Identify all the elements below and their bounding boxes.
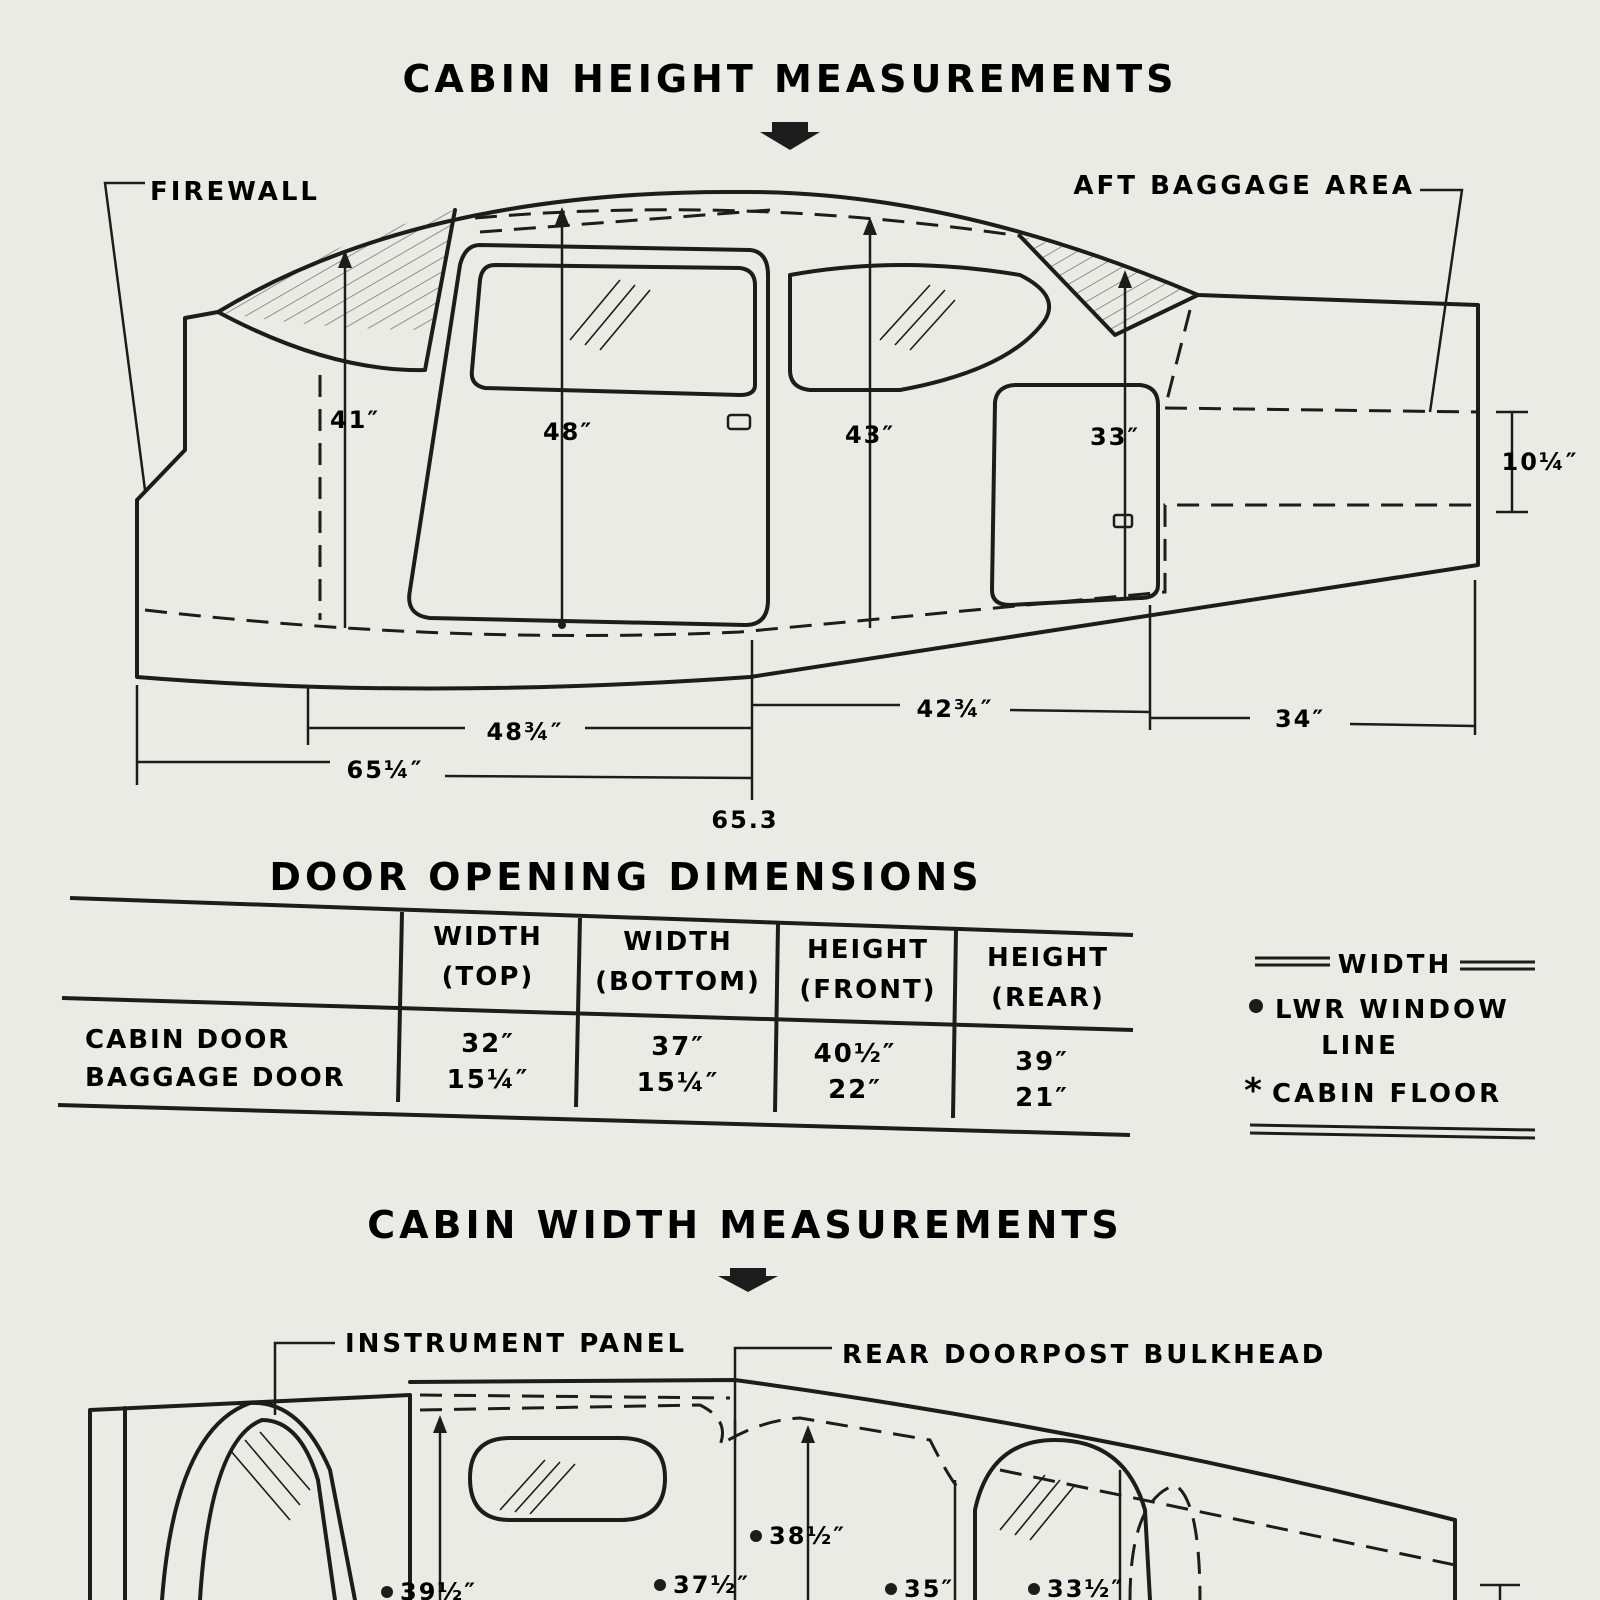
- legend: *: [1244, 956, 1536, 1140]
- height-dimension-lines: [338, 207, 1528, 629]
- down-arrow-icon: [718, 1268, 778, 1292]
- legend-lwr-window-2: LINE: [1321, 1031, 1399, 1061]
- instrument-panel-callout: [273, 1341, 335, 1415]
- row-cabin-door-name: CABIN DOOR: [85, 1025, 290, 1055]
- col-width-bottom-2: (BOTTOM): [595, 967, 761, 997]
- width-35-label: 35″: [904, 1575, 954, 1600]
- height-10-label: 10¼″: [1502, 448, 1579, 476]
- height-48-label: 48″: [543, 418, 593, 446]
- width-38-label: 38½″: [769, 1522, 846, 1550]
- instrument-panel-label: INSTRUMENT PANEL: [345, 1329, 687, 1359]
- length-34-label: 34″: [1275, 705, 1325, 733]
- length-48-label: 48¾″: [487, 718, 564, 746]
- height-41-label: 41″: [330, 406, 380, 434]
- legend-lwr-window-1: LWR WINDOW: [1275, 995, 1510, 1025]
- length-65-label: 65¼″: [347, 756, 424, 784]
- width-33-label: 33½″: [1047, 1575, 1124, 1600]
- station-label: 65.3: [711, 806, 778, 834]
- col-height-rear-1: HEIGHT: [987, 943, 1109, 973]
- rear-doorpost-label: REAR DOORPOST BULKHEAD: [842, 1340, 1326, 1370]
- cell-baggage-width-top: 15¼″: [447, 1065, 530, 1095]
- aft-baggage-callout: [1420, 188, 1464, 413]
- width-39-label: 39½″: [400, 1578, 477, 1600]
- col-height-front-1: HEIGHT: [807, 935, 929, 965]
- width-37-label: 37½″: [673, 1571, 750, 1599]
- cell-baggage-width-bottom: 15¼″: [637, 1068, 720, 1098]
- legend-width: WIDTH: [1338, 950, 1452, 980]
- col-width-bottom-1: WIDTH: [623, 927, 732, 957]
- dot-icon: [1249, 999, 1263, 1013]
- col-width-top-1: WIDTH: [433, 922, 542, 952]
- door-table-grid: [57, 896, 1134, 1137]
- col-height-front-2: (FRONT): [799, 975, 936, 1005]
- cell-baggage-height-rear: 21″: [1015, 1083, 1069, 1113]
- cabin-width-title: CABIN WIDTH MEASUREMENTS: [367, 1203, 1122, 1247]
- cabin-height-title: CABIN HEIGHT MEASUREMENTS: [403, 57, 1178, 101]
- length-42-label: 42¾″: [917, 695, 994, 723]
- asterisk-icon: *: [1244, 1071, 1262, 1111]
- cell-cabin-height-front: 40½″: [814, 1039, 897, 1069]
- height-43-label: 43″: [845, 421, 895, 449]
- legend-cabin-floor: CABIN FLOOR: [1272, 1079, 1502, 1109]
- col-height-rear-2: (REAR): [991, 983, 1105, 1013]
- cell-cabin-height-rear: 39″: [1015, 1047, 1069, 1077]
- col-width-top-2: (TOP): [442, 962, 535, 992]
- rear-doorpost-callout: [733, 1346, 832, 1440]
- cell-baggage-height-front: 22″: [828, 1075, 882, 1105]
- length-dimension-lines: [135, 580, 1477, 800]
- fuselage-side-profile: [135, 189, 1480, 691]
- cell-cabin-width-bottom: 37″: [651, 1032, 705, 1062]
- firewall-label: FIREWALL: [150, 177, 320, 207]
- door-dimensions-title: DOOR OPENING DIMENSIONS: [269, 855, 982, 899]
- cell-cabin-width-top: 32″: [461, 1029, 515, 1059]
- height-33-label: 33″: [1090, 423, 1140, 451]
- firewall-callout: [103, 181, 147, 491]
- aft-baggage-label: AFT BAGGAGE AREA: [1073, 171, 1415, 201]
- fuselage-top-view: [88, 1378, 1520, 1600]
- row-baggage-door-name: BAGGAGE DOOR: [85, 1063, 346, 1093]
- down-arrow-icon: [760, 122, 820, 150]
